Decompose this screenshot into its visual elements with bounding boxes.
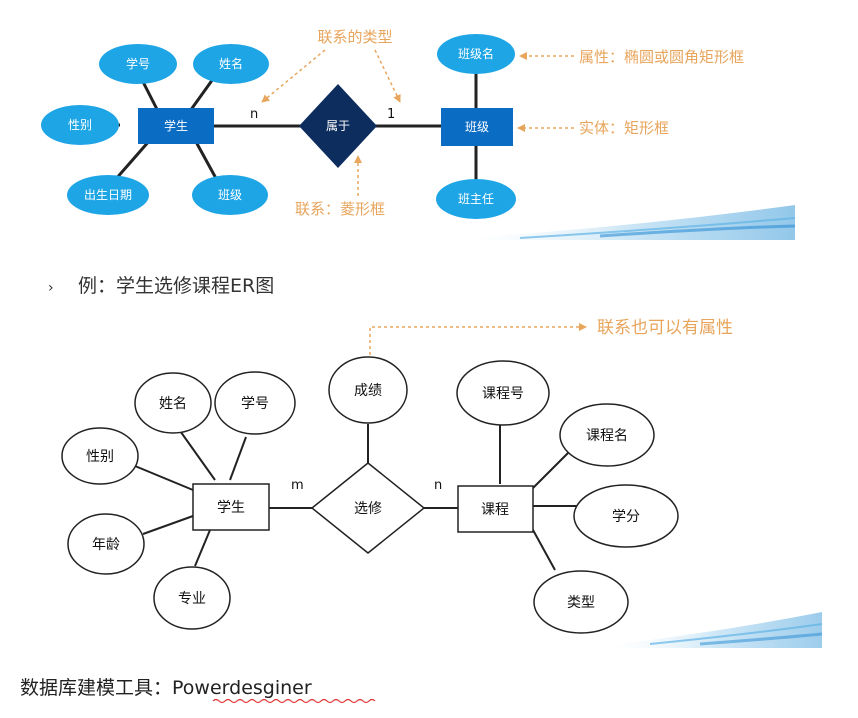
annotation-entity-shape: 实体：矩形框 — [579, 119, 669, 137]
svg-text:出生日期: 出生日期 — [84, 188, 132, 202]
relationship-enrolls: 选修 — [310, 462, 426, 554]
svg-text:专业: 专业 — [178, 591, 206, 607]
cardinality-m: m — [291, 478, 304, 493]
attribute-course-name: 课程名 — [559, 403, 655, 467]
diagram-1-connectors — [65, 70, 478, 183]
attribute-age: 年龄 — [67, 513, 145, 575]
svg-text:学分: 学分 — [612, 509, 640, 525]
attribute-student-id: 学号 — [214, 371, 296, 435]
svg-text:年龄: 年龄 — [92, 537, 120, 553]
cardinality-n: n — [250, 107, 258, 122]
footer-tool: Powerdesginer — [172, 677, 312, 699]
attribute-student-class: 班级 — [192, 175, 268, 215]
attribute-gender: 性别 — [61, 427, 139, 485]
svg-text:学号: 学号 — [126, 56, 150, 71]
section-heading: › 例：学生选修课程ER图 — [48, 275, 274, 297]
svg-text:选修: 选修 — [354, 501, 382, 517]
entity-course: 课程 — [457, 485, 534, 533]
svg-text:学生: 学生 — [217, 500, 245, 516]
attribute-birth-date: 出生日期 — [67, 175, 149, 215]
svg-text:性别: 性别 — [86, 449, 114, 465]
cardinality-1: 1 — [387, 107, 395, 122]
svg-text:属于: 属于 — [326, 119, 350, 133]
svg-text:成绩: 成绩 — [354, 383, 382, 399]
svg-text:学生: 学生 — [164, 118, 188, 133]
svg-text:班级: 班级 — [465, 120, 489, 134]
annotation-relationship-attribute: 联系也可以有属性 — [597, 318, 733, 338]
attribute-name: 姓名 — [193, 44, 269, 84]
svg-text:类型: 类型 — [567, 595, 595, 611]
svg-text:性别: 性别 — [68, 118, 92, 132]
attribute-credit: 学分 — [573, 484, 679, 548]
annotation-relation-type: 联系的类型 — [317, 28, 392, 46]
svg-text:学号: 学号 — [241, 396, 269, 412]
heading-bullet: › — [48, 280, 54, 296]
footer: 数据库建模工具：Powerdesginer — [20, 677, 376, 704]
svg-text:课程: 课程 — [481, 502, 509, 518]
svg-text:姓名: 姓名 — [159, 396, 187, 412]
cardinality-n: n — [434, 478, 442, 493]
diagram-1: 学号 姓名 性别 出生日期 班级 班级名 班主任 学生 — [41, 28, 796, 240]
attribute-gender: 性别 — [41, 105, 119, 145]
spellcheck-underline — [212, 698, 376, 704]
svg-text:课程名: 课程名 — [586, 428, 628, 444]
attribute-major: 专业 — [153, 566, 231, 630]
decorative-swoosh-bottom — [610, 612, 823, 648]
entity-student: 学生 — [138, 108, 214, 144]
footer-text: 数据库建模工具：Powerdesginer — [20, 677, 312, 699]
annotation-relationship-attribute-arrow — [369, 323, 587, 355]
svg-text:班级: 班级 — [218, 188, 242, 202]
svg-text:姓名: 姓名 — [219, 56, 243, 71]
svg-text:班级名: 班级名 — [458, 46, 494, 61]
decorative-swoosh-top — [470, 205, 796, 240]
svg-text:班主任: 班主任 — [458, 192, 494, 206]
annotation-relation-type-arrows — [261, 49, 401, 103]
svg-text:课程号: 课程号 — [482, 386, 524, 402]
heading-text: 例：学生选修课程ER图 — [78, 275, 274, 297]
attribute-head-teacher: 班主任 — [436, 179, 516, 219]
attribute-name: 姓名 — [134, 372, 212, 434]
attribute-student-id: 学号 — [99, 44, 177, 84]
entity-student: 学生 — [192, 483, 270, 531]
diagram-2-connectors — [134, 424, 583, 571]
attribute-type: 类型 — [533, 570, 629, 634]
attribute-grade: 成绩 — [328, 356, 408, 424]
entity-class: 班级 — [441, 108, 513, 146]
footer-label: 数据库建模工具： — [20, 677, 172, 699]
relationship-belongs-to: 属于 — [299, 84, 377, 168]
attribute-course-id: 课程号 — [456, 360, 550, 426]
attribute-class-name: 班级名 — [437, 34, 515, 74]
diagram-2: 姓名 学号 性别 年龄 专业 成绩 课程号 课程名 — [61, 318, 823, 648]
annotation-attribute-shape: 属性：椭圆或圆角矩形框 — [579, 48, 744, 66]
annotation-relation-shape: 联系：菱形框 — [295, 200, 385, 218]
